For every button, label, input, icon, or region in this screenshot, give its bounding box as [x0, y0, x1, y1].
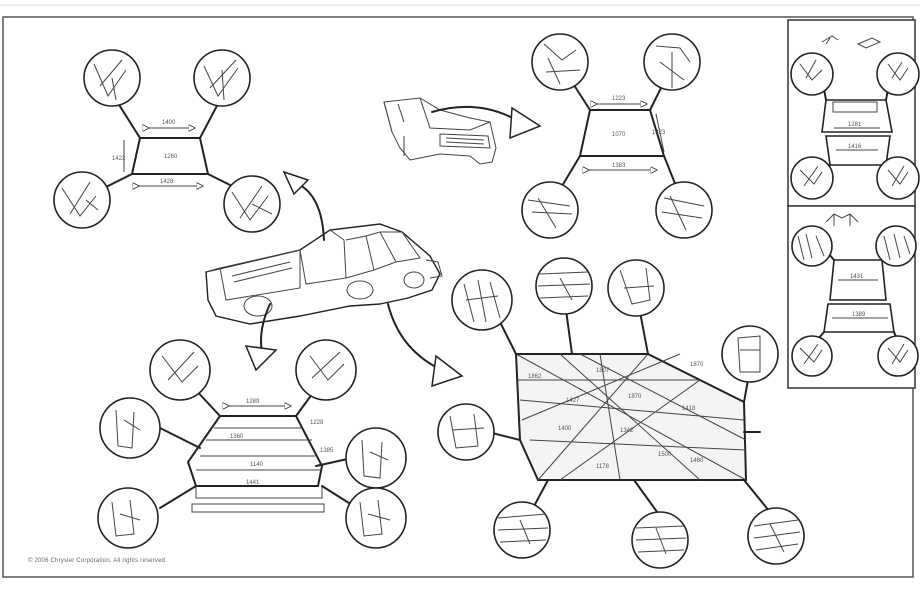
- front-side-dim: 1423: [652, 130, 666, 136]
- bed-side-dim-left: 1228: [310, 420, 324, 426]
- cab-opening-panel: 1400 1260 1422 1428: [53, 49, 281, 233]
- inset-top-detail-3: [790, 156, 834, 200]
- floor-detail-1: [451, 269, 513, 331]
- floor-detail-2: [535, 257, 593, 315]
- floor-label-11: 1178: [596, 464, 610, 470]
- bed-side-dim-right: 1385: [320, 448, 334, 454]
- pickup-truck-sketch: [205, 223, 443, 325]
- bed-detail-5: [97, 487, 159, 549]
- arrow-to-cab: [297, 183, 325, 241]
- inset-top-icons: [821, 35, 882, 49]
- cab-detail-top-right: [193, 49, 251, 107]
- bed-lower-step: [191, 486, 325, 513]
- floor-label-5: 1870: [628, 394, 642, 400]
- front-bottom-dim: 1383: [612, 163, 626, 169]
- inset-panel-bottom: 1431 1389: [787, 205, 919, 389]
- front-top-dim: 1223: [612, 96, 626, 102]
- floor-detail-3: [607, 259, 665, 317]
- bed-opening-outline: [186, 415, 324, 487]
- bed-detail-3: [99, 397, 161, 459]
- inset-panel-top: 1281 1416: [787, 19, 920, 207]
- cab-center-dim: 1260: [164, 154, 178, 160]
- inset-bottom-center-dim: 1431: [850, 274, 864, 280]
- floor-pan-mesh: [515, 353, 747, 481]
- arrow-front-head: [509, 106, 542, 140]
- floor-detail-5: [437, 403, 495, 461]
- cab-detail-bottom-right: [223, 175, 281, 233]
- front-detail-top-right: [643, 33, 701, 91]
- floor-label-2: 1807: [596, 368, 610, 374]
- cab-detail-top-left: [83, 49, 141, 107]
- bed-lower-dim: 1441: [246, 480, 260, 486]
- bed-detail-6: [345, 487, 407, 549]
- floor-label-3: 1870: [690, 362, 704, 368]
- bed-inner-dim: 1140: [250, 462, 264, 468]
- arrow-to-cab-head: [282, 170, 310, 196]
- bed-top-dim: 1289: [246, 399, 260, 405]
- inset-top-detail-1: [790, 52, 834, 96]
- floor-label-4: 1427: [566, 398, 580, 404]
- front-center-dim: 1070: [612, 132, 626, 138]
- inset-bottom-detail-2: [875, 225, 917, 267]
- floor-label-9: 1500: [658, 452, 672, 458]
- inset-bottom-detail-3: [791, 335, 833, 377]
- front-detail-bottom-right: [655, 181, 713, 239]
- copyright-notice: © 2006 Chrysler Corporation. All rights …: [28, 558, 167, 564]
- floor-pan-panel: 1862 1807 1870 1427 1870 1418 1400 1342 …: [437, 257, 805, 569]
- cab-side-dim: 1422: [112, 156, 126, 162]
- inset-bottom-bottom-dim: 1389: [852, 312, 866, 318]
- front-clip-sketch: [383, 97, 497, 165]
- inset-top-bottom-dim: 1416: [848, 144, 862, 150]
- floor-label-10: 1460: [690, 458, 704, 464]
- inset-bottom-detail-1: [791, 225, 833, 267]
- inset-top-detail-4: [876, 156, 920, 200]
- cab-detail-bottom-left: [53, 171, 111, 229]
- arrow-to-floor-head: [431, 354, 464, 388]
- bed-detail-4: [345, 427, 407, 489]
- floor-detail-6: [493, 501, 551, 559]
- inset-top-center-dim: 1281: [848, 122, 862, 128]
- cab-top-dim: 1400: [162, 120, 176, 126]
- arrow-front: [431, 105, 521, 123]
- inset-bottom-icons: [825, 213, 859, 226]
- bed-detail-2: [295, 339, 357, 401]
- arrow-to-bed-head: [244, 345, 278, 372]
- front-detail-top-left: [531, 33, 589, 91]
- bed-opening-panel: 1289 1360 1140 1441 1228 1385: [97, 339, 407, 549]
- floor-detail-4: [721, 325, 779, 383]
- floor-label-8: 1342: [620, 428, 634, 434]
- floor-label-1: 1862: [528, 374, 542, 380]
- inset-bottom-detail-4: [877, 335, 919, 377]
- cab-bottom-dim: 1428: [160, 179, 174, 185]
- inset-top-detail-2: [876, 52, 920, 96]
- front-detail-bottom-left: [521, 181, 579, 239]
- floor-detail-7: [631, 511, 689, 569]
- floor-label-6: 1418: [682, 406, 696, 412]
- floor-detail-8: [747, 507, 805, 565]
- bed-detail-1: [149, 339, 211, 401]
- front-opening-panel: 1223 1070 1423 1383: [521, 33, 713, 239]
- bed-center-dim: 1360: [230, 434, 244, 440]
- floor-label-7: 1400: [558, 426, 572, 432]
